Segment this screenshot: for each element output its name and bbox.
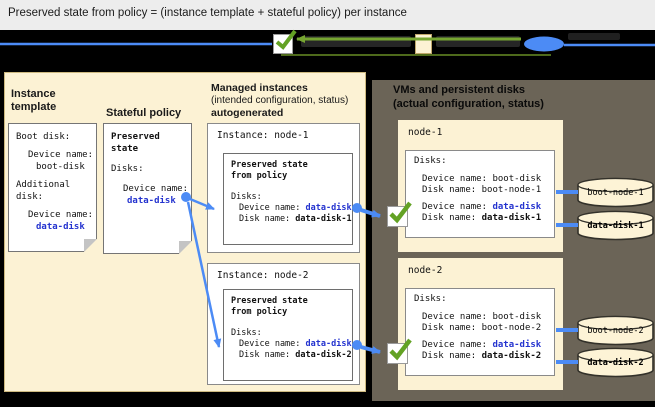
preserved-state-box-node-1: Preserved state from policy Disks: Devic… xyxy=(223,153,353,245)
legend-text-bar xyxy=(436,36,520,47)
vms-disks-panel: VMs and persistent disks (actual configu… xyxy=(372,80,655,401)
managed-instances-heading: Managed instances (intended configuratio… xyxy=(211,82,349,119)
vm-node-1: node-1 Disks: Device name: boot-disk Dis… xyxy=(387,120,563,252)
mig-config-panel: Instance template Boot disk: Device name… xyxy=(4,72,366,392)
applied-check-square xyxy=(387,201,412,227)
instance-title: Instance: node-1 xyxy=(217,130,309,141)
disk-cylinder-boot-node-1: boot-node-1 xyxy=(576,177,655,209)
vms-disks-heading: VMs and persistent disks (actual configu… xyxy=(393,84,544,110)
stateful-policy-heading: Stateful policy xyxy=(106,107,182,119)
card-line-data-disk: data-disk xyxy=(127,196,176,206)
vm-name: node-2 xyxy=(408,265,443,276)
disk-cylinder-boot-node-2: boot-node-2 xyxy=(576,315,655,347)
vm-disks-box-node-2: Disks: Device name: boot-disk Disk name:… xyxy=(405,288,555,376)
disk-name-line: Disk name: data-disk-1 xyxy=(239,214,352,224)
instance-title: Instance: node-2 xyxy=(217,270,309,281)
card-line: Disks: xyxy=(111,164,144,174)
instance-swatch-icon xyxy=(415,34,432,54)
vm-node-2: node-2 Disks: Device name: boot-disk Dis… xyxy=(387,258,563,390)
stateful-policy-card: Preserved state Disks: Device name: data… xyxy=(103,123,192,254)
vm-disks-box-node-1: Disks: Device name: boot-disk Disk name:… xyxy=(405,150,555,238)
device-name-line: Device name: data-disk xyxy=(239,339,352,349)
legend-text-bar xyxy=(301,36,411,47)
disk-cylinder-data-disk-1: data-disk-1 xyxy=(576,210,655,242)
preserved-state-box-node-2: Preserved state from policy Disks: Devic… xyxy=(223,289,353,381)
legend-check-square xyxy=(273,29,297,54)
instance-template-heading: Instance template xyxy=(11,88,57,113)
disk-cylinder-data-disk-2: data-disk-2 xyxy=(576,347,655,379)
card-line: Additional xyxy=(16,180,71,190)
card-line: Device name: xyxy=(123,184,189,194)
card-line: disk: xyxy=(16,192,44,202)
legend-text-bar xyxy=(568,33,620,40)
applied-check-square xyxy=(387,338,412,364)
disk-cylinder-icon xyxy=(523,36,567,58)
card-line: Device name: xyxy=(28,210,94,220)
card-line: Device name: xyxy=(28,150,94,160)
card-line: Preserved xyxy=(111,132,160,142)
card-line-data-disk: data-disk xyxy=(36,222,85,232)
title-bar: Preserved state from policy = (instance … xyxy=(0,0,655,30)
managed-instance-node-1: Instance: node-1 Preserved state from po… xyxy=(207,123,360,253)
disk-name-line: Disk name: data-disk-2 xyxy=(239,350,352,360)
card-line: state xyxy=(111,144,139,154)
card-line: boot-disk xyxy=(36,162,85,172)
managed-instance-node-2: Instance: node-2 Preserved state from po… xyxy=(207,263,360,385)
card-line: Boot disk: xyxy=(16,132,71,142)
page-title: Preserved state from policy = (instance … xyxy=(8,7,407,19)
vm-name: node-1 xyxy=(408,127,443,138)
instance-template-card: Boot disk: Device name: boot-disk Additi… xyxy=(8,123,97,252)
device-name-line: Device name: data-disk xyxy=(239,203,352,213)
